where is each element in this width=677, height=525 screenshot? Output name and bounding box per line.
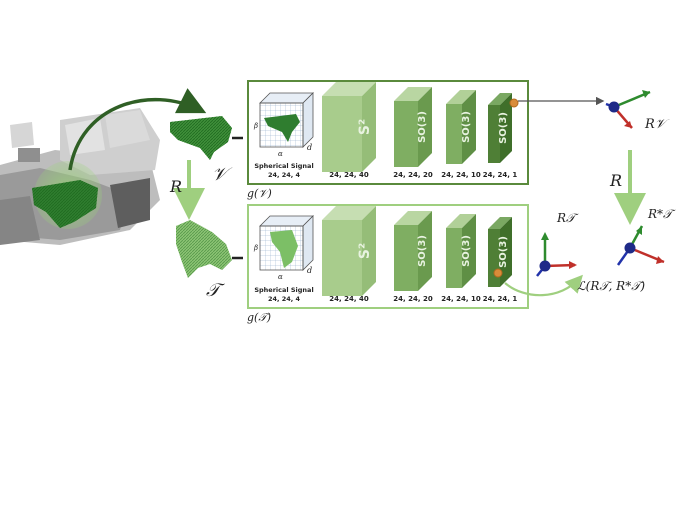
spherical-signal-title-top: Spherical Signal [254,162,313,170]
loss-arrow [504,274,583,297]
block-face-label: SO(3) [461,111,472,143]
output-peak-bottom [493,268,503,278]
spherical-signal-dims-bottom: 24, 24, 4 [268,295,301,303]
axis-d-bottom: d [307,266,312,275]
block-dims-label: 24, 24, 10 [441,295,481,303]
label-r-t-star: R*𝒯 [647,207,676,221]
block-front [322,220,362,296]
block-dims-label: 24, 24, 10 [441,171,481,179]
frame-r-t-star [616,225,665,266]
frame-r-t [536,232,577,277]
block-face-label: S² [357,119,373,135]
block-dims-label: 24, 24, 40 [329,171,369,179]
block-face-label: SO(3) [417,235,428,267]
label-v: 𝒱 [212,164,233,185]
network-panel-bottom [247,204,529,309]
conv-block-1: S² 24, 24, 40 [322,82,376,179]
block-dims-label: 24, 24, 20 [393,171,433,179]
spherical-signal-dims-top: 24, 24, 4 [268,171,301,179]
block-dims-label: 24, 24, 20 [393,295,433,303]
block-top [322,82,376,96]
block-top [488,217,512,229]
block-side [462,90,476,164]
block-face-label: SO(3) [461,235,472,267]
conv-block-4: SO(3) 24, 24, 1 [483,217,518,303]
block-side [418,211,432,291]
block-side [500,217,512,287]
block-front [322,96,362,172]
network-panel-top [247,80,529,185]
block-top [446,90,476,104]
output-peak-top [509,98,519,108]
spherical-signal-bottom: β α d [253,215,314,281]
label-t: 𝒯 [206,280,225,301]
conv-blocks-bottom: S² 24, 24, 40 SO(3) 24, 24, 20 SO(3) 24, 24, … [322,206,517,303]
axis-alpha-bottom: α [278,273,283,281]
label-r-right: R [609,171,622,190]
block-face-label: SO(3) [417,111,428,143]
block-dims-label: 24, 24, 40 [329,295,369,303]
label-loss: ℒ(R𝒯, R*𝒯) [577,279,645,293]
block-face-label: SO(3) [498,112,509,144]
spherical-signal-top: β α d [253,92,314,158]
block-front [488,105,500,163]
block-top [446,214,476,228]
block-side [362,82,376,172]
block-side [418,87,432,167]
extract-arrow [68,88,207,171]
block-top [322,206,376,220]
block-front [446,104,462,164]
label-r-t: R𝒯 [556,211,579,225]
scene-point-cloud [0,108,160,245]
frame-r-v [605,90,651,129]
conv-block-2: SO(3) 24, 24, 20 [393,211,433,303]
block-top [488,93,512,105]
label-r-left: R [169,177,182,196]
label-r-v: R𝒱 [644,117,670,132]
label-g-v: g(𝒱) [247,187,272,200]
block-front [446,228,462,288]
conv-block-3: SO(3) 24, 24, 10 [441,90,481,179]
axis-beta-bottom: β [253,244,258,252]
block-front [394,101,418,167]
axis-d-top: d [307,143,312,152]
block-side [500,93,512,163]
block-dims-label: 24, 24, 1 [483,295,518,303]
axis-alpha-top: α [278,150,283,158]
block-front [394,225,418,291]
block-top [394,211,432,225]
block-top [394,87,432,101]
conv-block-2: SO(3) 24, 24, 20 [393,87,433,179]
block-dims-label: 24, 24, 1 [483,171,518,179]
conv-blocks-top: S² 24, 24, 40 SO(3) 24, 24, 20 SO(3) 24, 24, … [322,82,517,179]
block-face-label: S² [357,243,373,259]
conv-block-1: S² 24, 24, 40 [322,206,376,303]
conv-block-3: SO(3) 24, 24, 10 [441,214,481,303]
block-side [362,206,376,296]
axis-beta-top: β [253,122,258,130]
spherical-signal-title-bottom: Spherical Signal [254,286,313,294]
block-face-label: SO(3) [498,236,509,268]
object-v-point-cloud [170,116,232,160]
conv-block-4: SO(3) 24, 24, 1 [483,93,518,179]
label-g-t: g(𝒯) [247,311,271,324]
object-t-point-cloud [176,220,232,278]
block-side [462,214,476,288]
